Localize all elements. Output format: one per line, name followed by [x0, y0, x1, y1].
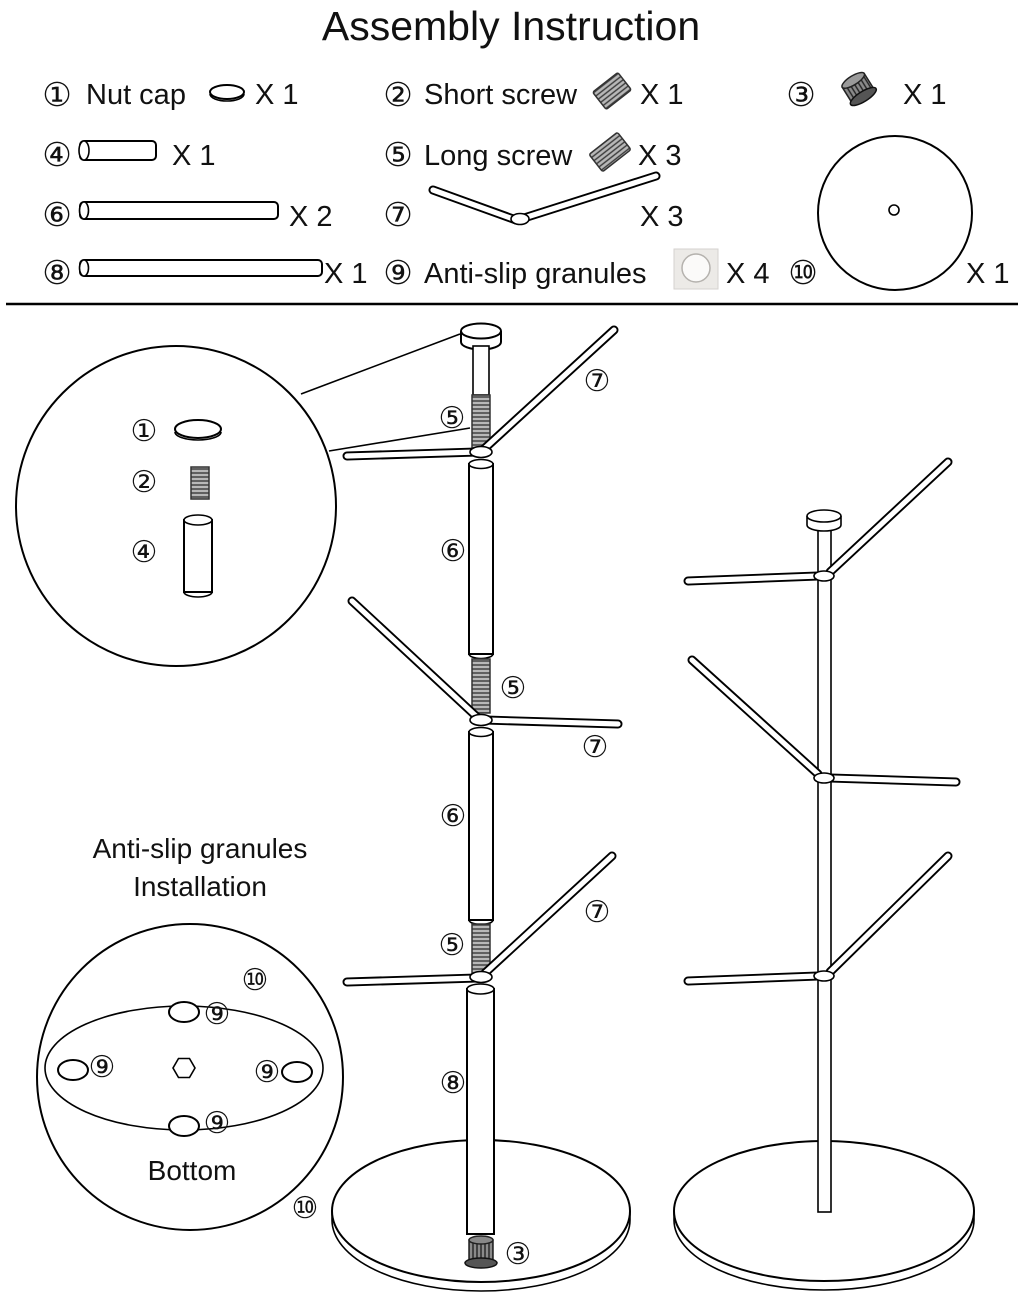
- assembled-figure: [673, 457, 975, 1291]
- exploded-foot-nut: [464, 1235, 498, 1269]
- part-3-qty: X 1: [903, 79, 947, 111]
- granule-left: [57, 1059, 89, 1081]
- assembled-pole: [817, 523, 832, 1213]
- base-disc-icon: [817, 135, 973, 291]
- foot-nut-icon: [841, 71, 878, 107]
- label-screw-mid: ⑤: [500, 672, 527, 705]
- exploded-arms-mid: [347, 596, 623, 729]
- granules-heading-line2: Installation: [133, 871, 267, 902]
- granule-label-bottom: ⑨: [204, 1107, 231, 1140]
- long-screw-icon: [589, 132, 631, 172]
- part-6-qty: X 2: [289, 201, 333, 233]
- label-foot-nut: ③: [505, 1238, 532, 1271]
- detail-nut-cap-drawing: [174, 419, 222, 441]
- label-tube-upper: ⑥: [440, 535, 467, 568]
- medium-tube-icon: [78, 201, 279, 220]
- part-1-qty: X 1: [255, 79, 299, 111]
- granule-bottom: [168, 1115, 200, 1137]
- granule-right: [281, 1061, 313, 1083]
- part-1-label: Nut cap: [86, 79, 186, 111]
- granules-circle: ⑩ ⑨ ⑨ ⑨ ⑨ Bottom: [36, 923, 344, 1231]
- exploded-top-cap: [460, 322, 502, 396]
- part-4-qty: X 1: [172, 140, 216, 172]
- granules-base-label: ⑩: [242, 964, 269, 997]
- page-title: Assembly Instruction: [322, 3, 700, 49]
- exploded-screw-mid: [471, 658, 491, 714]
- hex-nut-shape: [172, 1057, 196, 1079]
- label-screw-bottom: ⑤: [439, 929, 466, 962]
- arms-icon: [428, 171, 661, 226]
- exploded-tube-upper: [468, 458, 494, 660]
- label-arms-mid: ⑦: [582, 731, 609, 764]
- part-5-qty: X 3: [638, 140, 682, 172]
- part-8-qty: X 1: [324, 258, 368, 290]
- part-5-number: ⑤: [383, 136, 413, 173]
- label-screw-top: ⑤: [439, 402, 466, 435]
- granule-label-top: ⑨: [204, 998, 231, 1031]
- label-arms-top: ⑦: [584, 365, 611, 398]
- part-2-number: ②: [383, 76, 413, 113]
- label-tube-lower: ⑥: [440, 800, 467, 833]
- part-8-number: ⑧: [42, 254, 72, 291]
- exploded-pole: [466, 983, 495, 1235]
- part-9-qty: X 4: [726, 258, 770, 290]
- granule-icon: [673, 248, 719, 290]
- granule-label-right: ⑨: [254, 1056, 281, 1089]
- label-pole: ⑧: [440, 1067, 467, 1100]
- detail-leader-lines: [300, 333, 471, 452]
- short-screw-icon: [592, 72, 632, 110]
- part-7-qty: X 3: [640, 201, 684, 233]
- detail-label-nut-cap: ①: [131, 415, 158, 448]
- detail-spacer-tube-drawing: [183, 514, 213, 598]
- assembled-arms-top: [683, 457, 953, 586]
- assembled-arms-mid: [687, 655, 961, 787]
- exploded-arms-bottom: [342, 851, 617, 987]
- part-6-number: ⑥: [42, 196, 72, 233]
- part-5-label: Long screw: [424, 140, 573, 172]
- label-base: ⑩: [292, 1192, 319, 1225]
- part-2-label: Short screw: [424, 79, 578, 111]
- granules-heading-line1: Anti-slip granules: [93, 833, 308, 864]
- exploded-arms-top: [342, 325, 619, 461]
- part-1-number: ①: [42, 76, 72, 113]
- granule-label-left: ⑨: [89, 1051, 116, 1084]
- detail-label-short-screw: ②: [131, 466, 158, 499]
- part-4-number: ④: [42, 136, 72, 173]
- long-tube-icon: [78, 259, 323, 277]
- detail-short-screw-drawing: [190, 466, 210, 500]
- assembled-cap: [806, 509, 842, 532]
- part-7-number: ⑦: [383, 196, 413, 233]
- part-9-number: ⑨: [383, 254, 413, 291]
- part-10-number: ⑩: [788, 254, 818, 291]
- bottom-caption: Bottom: [148, 1155, 237, 1186]
- part-3-number: ③: [786, 76, 816, 113]
- exploded-tube-lower: [468, 726, 494, 926]
- nut-cap-icon: [209, 84, 245, 102]
- label-arms-bottom: ⑦: [584, 896, 611, 929]
- part-2-qty: X 1: [640, 79, 684, 111]
- detail-circle: ① ② ④: [15, 345, 337, 667]
- short-tube-icon: [78, 140, 157, 161]
- part-10-qty: X 1: [966, 258, 1010, 290]
- detail-label-spacer-tube: ④: [131, 536, 158, 569]
- part-9-label: Anti-slip granules: [424, 258, 646, 290]
- granule-top: [168, 1001, 200, 1023]
- assembled-arms-bottom: [683, 851, 953, 986]
